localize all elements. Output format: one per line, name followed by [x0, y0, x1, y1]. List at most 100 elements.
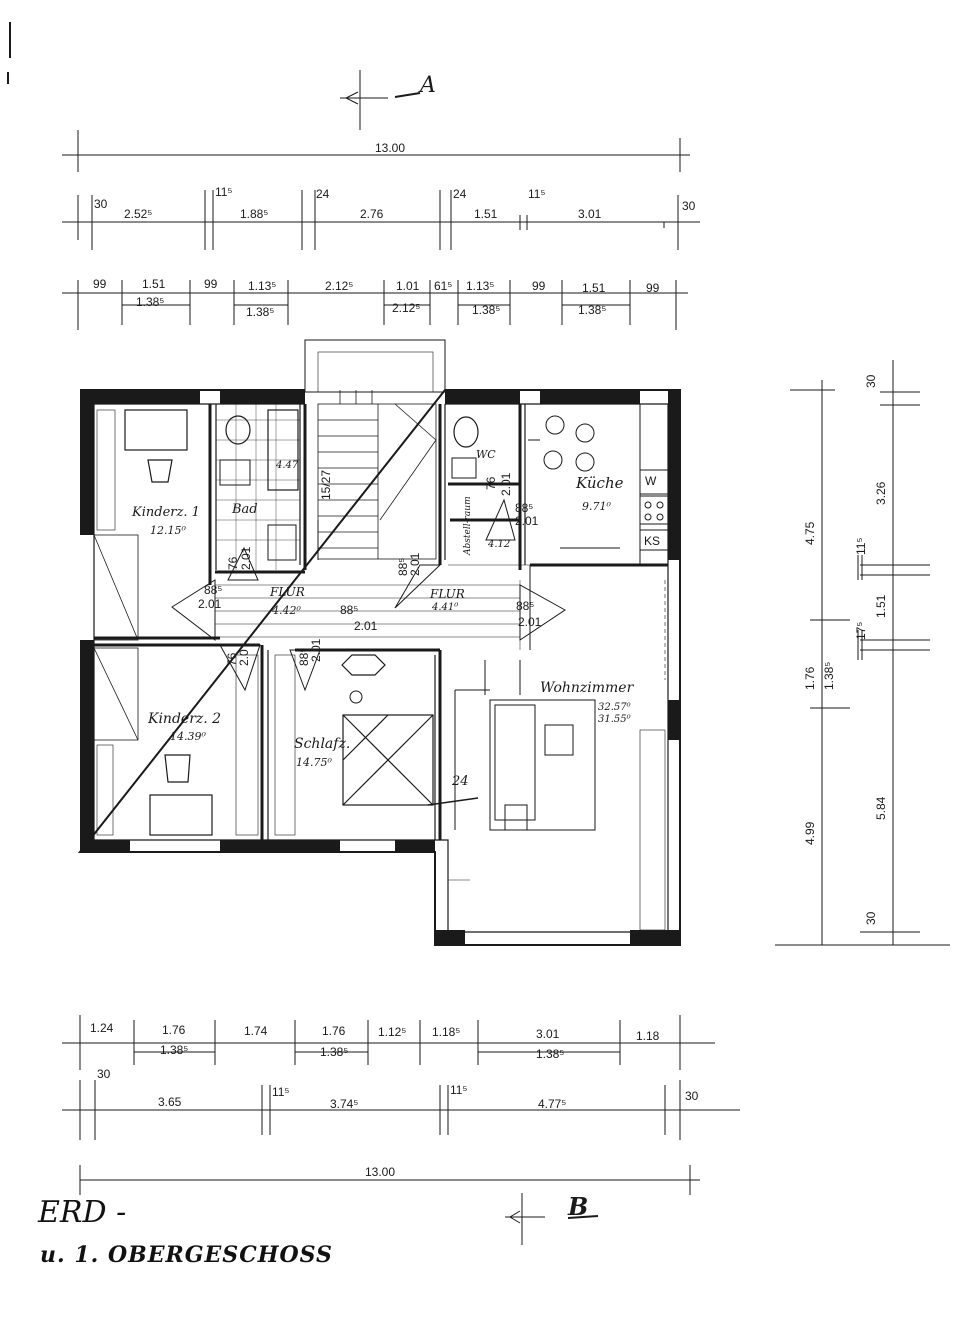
- dim-label: 17⁵: [854, 622, 868, 640]
- dim-top-overall: [62, 130, 690, 172]
- desk-2: [149, 794, 213, 836]
- dim-label: 11⁵: [528, 187, 545, 201]
- caption-line-2: u. 1. OBERGESCHOSS: [40, 1242, 333, 1268]
- room-name-abstell: Abstell-raum: [463, 496, 473, 556]
- dim-label: 1.51: [474, 207, 498, 221]
- dim-label: 24: [453, 187, 467, 201]
- section-mark-a-label: A: [418, 73, 436, 98]
- room-name-kinder2: Kinderz. 2: [147, 711, 221, 727]
- dim-label: 3.74⁵: [330, 1097, 358, 1111]
- dim-label: 4.75: [803, 521, 817, 545]
- room-name-kueche: Küche: [575, 474, 624, 492]
- dim-label: 1.88⁵: [240, 207, 268, 221]
- door-label: 2.01: [515, 514, 539, 528]
- dim-label: 1.38⁵: [246, 305, 274, 319]
- door-label: 2.0: [237, 649, 251, 666]
- door-label: 88⁵: [516, 599, 534, 613]
- door-label: 2.01: [309, 638, 323, 662]
- dim-label: 1.12⁵: [378, 1025, 406, 1039]
- room-area-kinder2: 14.39⁰: [170, 730, 206, 743]
- wardrobe-3: [274, 654, 296, 836]
- dim-label: 99: [646, 281, 660, 295]
- dim-label: 1.51: [874, 594, 888, 618]
- door-label: 88⁵: [297, 648, 311, 666]
- desk-1: [124, 409, 188, 451]
- staircase: [317, 390, 437, 560]
- room-name-wc: WC: [476, 448, 496, 461]
- door-label: 2.01: [499, 472, 513, 496]
- dim-label: 4.77⁵: [538, 1097, 566, 1111]
- door-label: 76: [226, 556, 240, 570]
- double-bed: [341, 654, 434, 806]
- dim-top-row3: [62, 280, 688, 330]
- door-label: 2.01: [198, 597, 222, 611]
- door-markers: [171, 498, 566, 692]
- dim-label: 1.38⁵: [320, 1045, 348, 1059]
- wardrobe-1: [96, 409, 116, 531]
- chair-1: [147, 459, 173, 483]
- stair-label: 15/27: [319, 470, 333, 500]
- room-area-schlafz: 14.75⁰: [296, 756, 332, 769]
- dim-label: 2.12⁵: [392, 301, 420, 315]
- dim-label: 11⁵: [854, 538, 868, 555]
- room-area-bad: 4.47: [275, 460, 299, 471]
- dim-label: 3.01: [536, 1027, 560, 1041]
- dim-label: 99: [93, 277, 107, 291]
- dim-label: 1.38⁵: [472, 303, 500, 317]
- wc-basin: [451, 457, 477, 479]
- dim-label: 1.38⁵: [536, 1047, 564, 1061]
- dim-label: 11⁵: [450, 1083, 467, 1097]
- dim-bottom-row1: [62, 1015, 715, 1070]
- dim-label: 1.51: [142, 277, 166, 291]
- room-area-wohn-2: 31.55⁰: [598, 714, 631, 725]
- bed-2: [96, 744, 114, 836]
- wall-label-24: 24: [451, 774, 469, 789]
- room-name-kinder1: Kinderz. 1: [131, 505, 200, 520]
- room-area-abstell: 4.12: [487, 539, 510, 550]
- door-label: 2.01: [518, 615, 542, 629]
- dim-label: 30: [685, 1089, 699, 1103]
- section-mark-b-label: B: [567, 1192, 588, 1221]
- dim-label: 24: [316, 187, 330, 201]
- washbasin: [219, 459, 251, 486]
- room-area-flur1: 4.42⁰: [271, 604, 301, 617]
- room-name-flur2: FLUR: [429, 587, 465, 601]
- dim-label: 2.76: [360, 207, 384, 221]
- room-name-schlafz: Schlafz.: [294, 736, 350, 752]
- dim-label: 13.00: [365, 1165, 395, 1179]
- wc-toilet: [453, 416, 479, 448]
- dim-label: 1.76: [162, 1023, 186, 1037]
- door-label: 76: [484, 476, 498, 490]
- dim-label: 2.52⁵: [124, 207, 152, 221]
- room-name-flur1: FLUR: [269, 585, 305, 599]
- door-label: 2.01: [239, 546, 253, 570]
- dim-right-outer: [775, 380, 950, 946]
- dim-label: 1.18: [636, 1029, 660, 1043]
- wall-24-marker: [427, 797, 479, 806]
- dim-label: 1.18⁵: [432, 1025, 460, 1039]
- bathtub: [267, 409, 299, 491]
- dim-label: 1.76: [322, 1024, 346, 1038]
- living-furniture: [448, 660, 666, 931]
- room-area-kinder1: 12.15⁰: [150, 524, 186, 537]
- dim-label: 11⁵: [215, 185, 232, 199]
- dim-label: 5.84: [874, 796, 888, 820]
- chair-2: [164, 754, 191, 783]
- bath-tiles: [216, 404, 300, 570]
- dim-label: 11⁵: [272, 1085, 289, 1099]
- door-label: 88⁵: [204, 583, 222, 597]
- dim-right-inner: [857, 360, 930, 945]
- dim-label: 99: [204, 277, 218, 291]
- dim-label: 1.01: [396, 279, 420, 293]
- room-name-wohn: Wohnzimmer: [540, 680, 635, 696]
- door-label: 88⁵: [515, 501, 533, 515]
- lamp: [349, 690, 363, 704]
- dim-label: 30: [864, 911, 878, 925]
- dim-label: 1.38⁵: [136, 295, 164, 309]
- dim-label: 1.76: [803, 666, 817, 690]
- dim-label: 1.51: [582, 281, 606, 295]
- dim-bottom-overall: [79, 1165, 700, 1195]
- door-label: 88⁵: [340, 603, 358, 617]
- fixture-label-w: W: [645, 474, 657, 488]
